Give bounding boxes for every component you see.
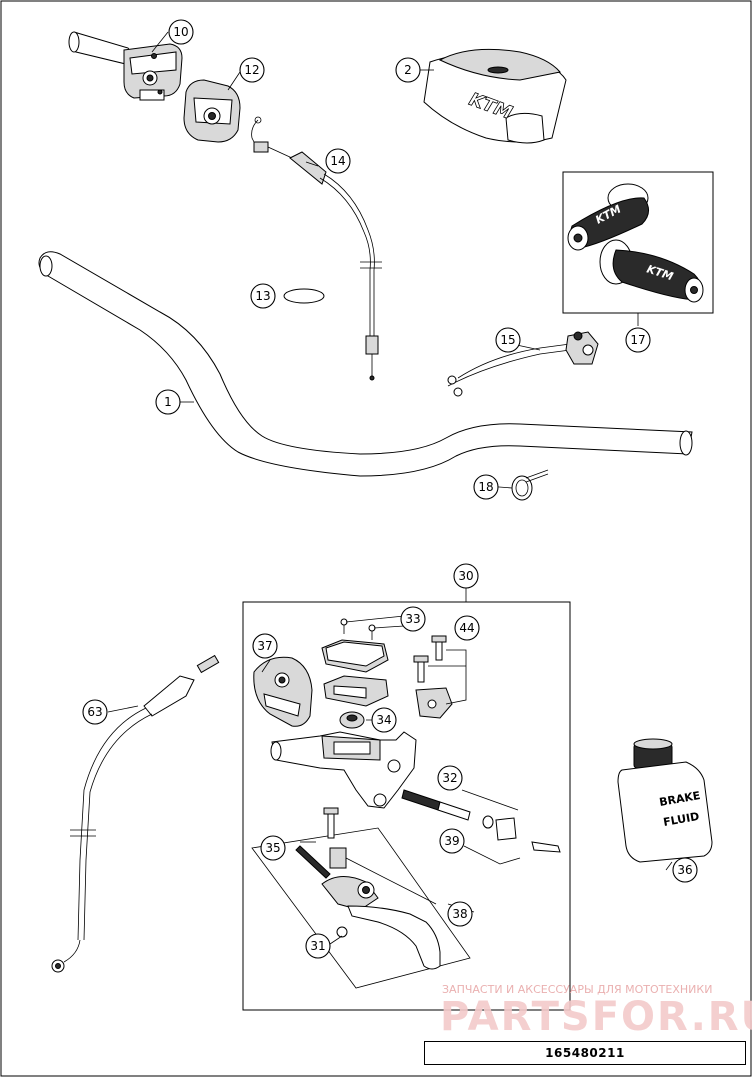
throttle-grip-assembly bbox=[68, 31, 183, 101]
callout-38: 38 bbox=[447, 901, 473, 927]
part-number: 165480211 bbox=[545, 1046, 625, 1060]
brake-fluid-label-line2: FLUID bbox=[662, 810, 700, 829]
cable-tie bbox=[511, 469, 549, 501]
svg-text:34: 34 bbox=[376, 713, 391, 727]
callout-17: 17 bbox=[625, 327, 651, 353]
reservoir-cover-parts bbox=[321, 615, 405, 707]
svg-text:14: 14 bbox=[330, 154, 345, 168]
callout-18: 18 bbox=[473, 474, 499, 500]
svg-text:12: 12 bbox=[244, 63, 259, 77]
callout-36: 36 bbox=[672, 857, 698, 883]
callout-35: 35 bbox=[260, 835, 286, 861]
callout-34: 34 bbox=[371, 707, 397, 733]
brake-lever bbox=[321, 876, 441, 970]
brake-assembly-box bbox=[242, 601, 571, 1011]
watermark-caption: ЗАПЧАСТИ И АКСЕССУАРЫ ДЛЯ МОТОТЕХНИКИ bbox=[442, 983, 712, 996]
lever-hardware bbox=[251, 807, 471, 989]
svg-text:17: 17 bbox=[630, 333, 645, 347]
callout-2: 2 bbox=[395, 57, 421, 83]
svg-text:44: 44 bbox=[459, 621, 474, 635]
callout-10: 10 bbox=[168, 19, 194, 45]
svg-text:30: 30 bbox=[458, 569, 473, 583]
svg-text:32: 32 bbox=[442, 771, 457, 785]
handlebar bbox=[38, 251, 693, 477]
callout-44: 44 bbox=[454, 615, 480, 641]
master-cylinder-body bbox=[270, 731, 417, 809]
diaphragm bbox=[339, 711, 365, 729]
part-number-box: 165480211 bbox=[424, 1041, 746, 1065]
kill-switch bbox=[447, 331, 599, 397]
svg-text:2: 2 bbox=[404, 63, 412, 77]
svg-text:10: 10 bbox=[173, 25, 188, 39]
watermark-brand: PARTSFOR.RU bbox=[440, 994, 752, 1040]
handlebar-pad: KTM bbox=[423, 48, 567, 144]
callout-33: 33 bbox=[400, 606, 426, 632]
svg-text:15: 15 bbox=[500, 333, 515, 347]
callouts: 10 12 2 14 13 17 15 1 18 30 33 44 37 63 … bbox=[82, 19, 698, 959]
svg-text:39: 39 bbox=[444, 834, 459, 848]
svg-text:37: 37 bbox=[257, 639, 272, 653]
callout-31: 31 bbox=[305, 933, 331, 959]
svg-text:18: 18 bbox=[478, 480, 493, 494]
callout-39: 39 bbox=[439, 828, 465, 854]
callout-30: 30 bbox=[453, 563, 479, 589]
callout-1: 1 bbox=[155, 389, 181, 415]
o-ring bbox=[283, 288, 325, 304]
callout-32: 32 bbox=[437, 765, 463, 791]
clamp-bolts bbox=[413, 635, 467, 719]
svg-text:1: 1 bbox=[164, 395, 172, 409]
lever-clamp bbox=[253, 656, 313, 727]
throttle-housing bbox=[183, 79, 241, 143]
grips: KTM KTM bbox=[567, 183, 704, 303]
svg-text:33: 33 bbox=[405, 612, 420, 626]
throttle-cable bbox=[251, 116, 382, 381]
svg-text:13: 13 bbox=[255, 289, 270, 303]
svg-text:36: 36 bbox=[677, 863, 692, 877]
callout-13: 13 bbox=[250, 283, 276, 309]
watermark: ЗАПЧАСТИ И АКСЕССУАРЫ ДЛЯ МОТОТЕХНИКИ PA… bbox=[440, 983, 752, 1040]
svg-text:35: 35 bbox=[265, 841, 280, 855]
callout-37: 37 bbox=[252, 633, 278, 659]
svg-text:63: 63 bbox=[87, 705, 102, 719]
svg-text:38: 38 bbox=[452, 907, 467, 921]
callout-14: 14 bbox=[325, 148, 351, 174]
callout-15: 15 bbox=[495, 327, 521, 353]
brake-fluid-bottle: BRAKE FLUID bbox=[617, 738, 713, 863]
svg-text:31: 31 bbox=[310, 939, 325, 953]
callout-12: 12 bbox=[239, 57, 265, 83]
brake-line bbox=[51, 654, 220, 973]
piston-assembly bbox=[401, 789, 561, 865]
callout-63: 63 bbox=[82, 699, 108, 725]
